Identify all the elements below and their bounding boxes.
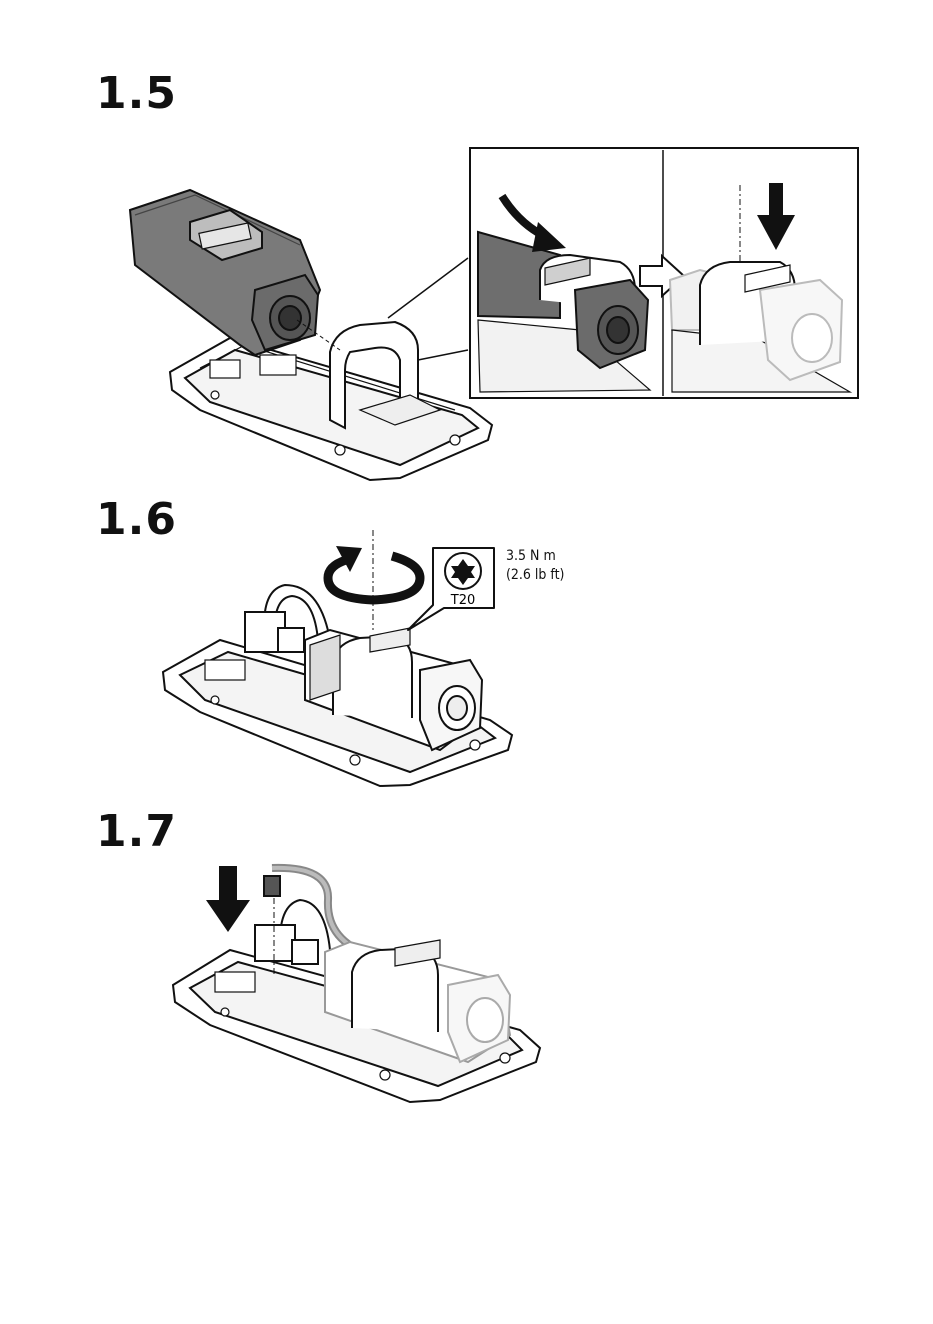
step-1-5-illustration <box>130 148 858 480</box>
torque-spec: 3.5 N m (2.6 lb ft) <box>506 547 564 585</box>
step-1-6-illustration: T20 <box>163 530 512 786</box>
torx-bit-label: T20 <box>450 593 475 608</box>
camera-module-dark <box>130 190 320 355</box>
rotate-clockwise-icon <box>328 546 420 600</box>
torque-metric: 3.5 N m <box>506 547 564 566</box>
torque-imperial: (2.6 lb ft) <box>506 566 564 585</box>
detail-inset <box>470 148 858 398</box>
down-arrow-icon <box>206 866 250 932</box>
step-1-7-illustration <box>173 866 540 1102</box>
